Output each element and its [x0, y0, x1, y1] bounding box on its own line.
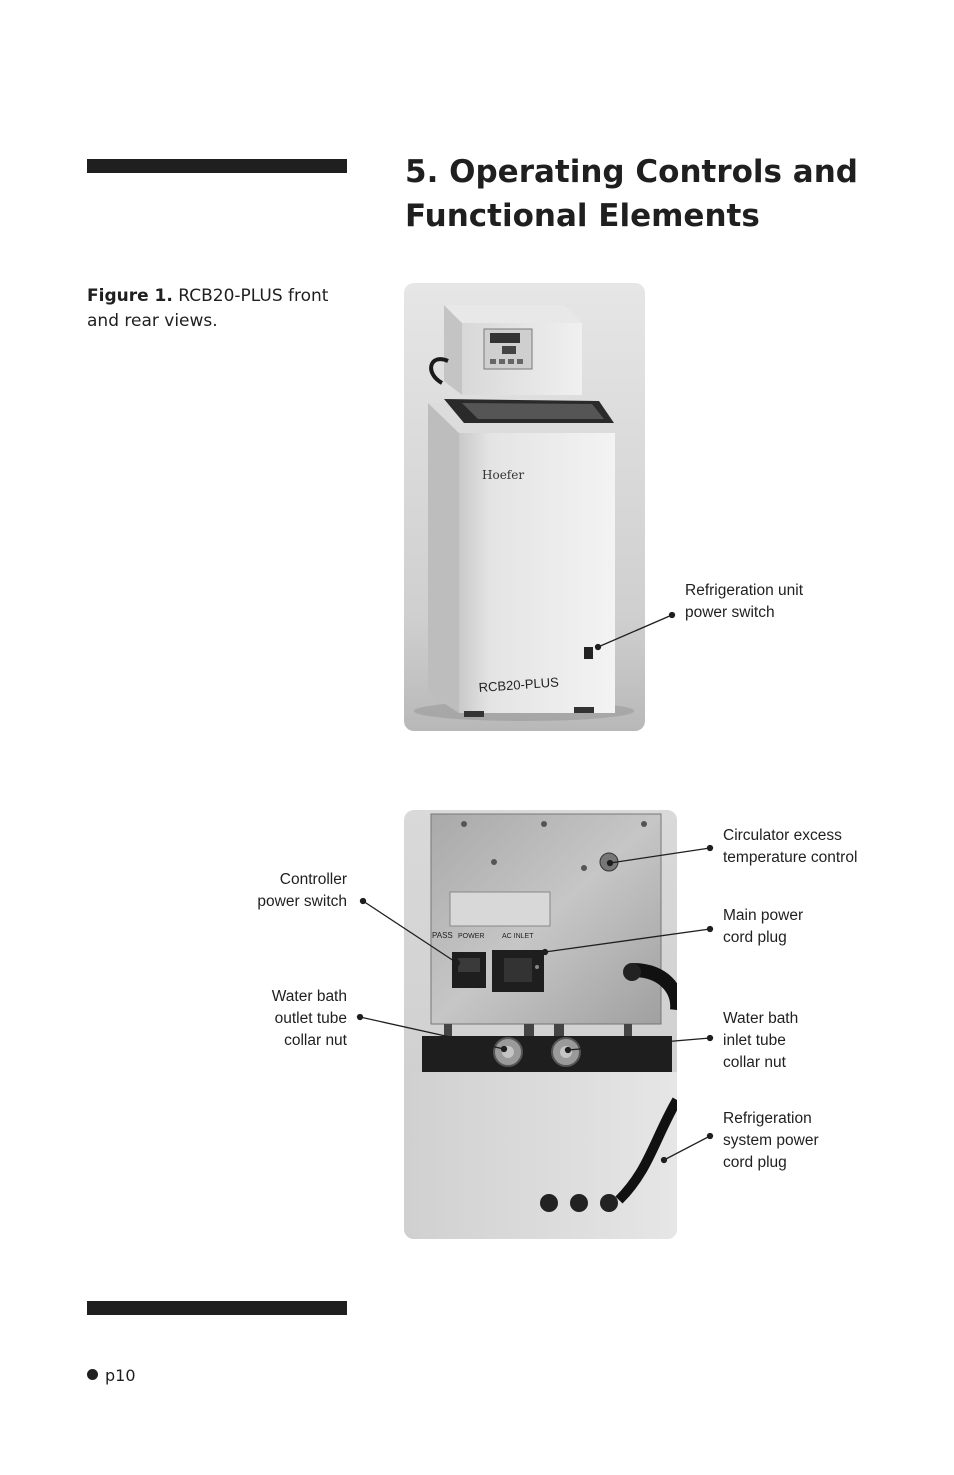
ac-inlet-label: AC INLET — [502, 933, 534, 940]
front-view-photo: Hoefer RCB20-PLUS — [404, 283, 645, 731]
callout-refrigeration-system-power-cord-plug: Refrigeration system power cord plug — [723, 1110, 819, 1171]
bullet-icon — [87, 1369, 98, 1380]
power-label: POWER — [458, 933, 484, 940]
pass-label: PASS — [432, 931, 453, 940]
figure-label: Figure 1. — [87, 286, 173, 306]
page-number: p10 — [105, 1366, 136, 1385]
page-footer: p10 — [87, 1366, 136, 1385]
callout-refrigeration-unit-power-switch: Refrigeration unit power switch — [685, 582, 804, 621]
callout-water-bath-inlet-tube-collar-nut: Water bath inlet tube collar nut — [723, 1010, 799, 1071]
callout-main-power-cord-plug: Main power cord plug — [723, 907, 804, 946]
rear-view-illustration: PASS POWER AC INLET — [404, 810, 677, 1239]
rear-view-photo: PASS POWER AC INLET — [404, 810, 677, 1239]
section-title-line-1: 5. Operating Controls and — [405, 154, 858, 190]
section-title: 5. Operating Controls and Functional Ele… — [405, 150, 925, 238]
callout-controller-power-switch: Controller power switch — [257, 871, 347, 910]
model-label: RCB20-PLUS — [478, 674, 559, 695]
callout-circulator-excess-temperature-control: Circulator excess temperature control — [723, 827, 858, 866]
front-view-illustration: Hoefer RCB20-PLUS — [404, 283, 645, 731]
section-title-line-2: Functional Elements — [405, 198, 760, 234]
callout-water-bath-outlet-tube-collar-nut: Water bath outlet tube collar nut — [271, 988, 347, 1049]
top-rule — [87, 159, 347, 173]
refrigeration-power-switch — [584, 647, 593, 659]
figure-caption: Figure 1. RCB20-PLUS front and rear view… — [87, 284, 357, 334]
bottom-rule — [87, 1301, 347, 1315]
figure-caption-text: RCB20-PLUS front and rear views. — [87, 286, 329, 331]
brand-logo: Hoefer — [482, 468, 524, 482]
